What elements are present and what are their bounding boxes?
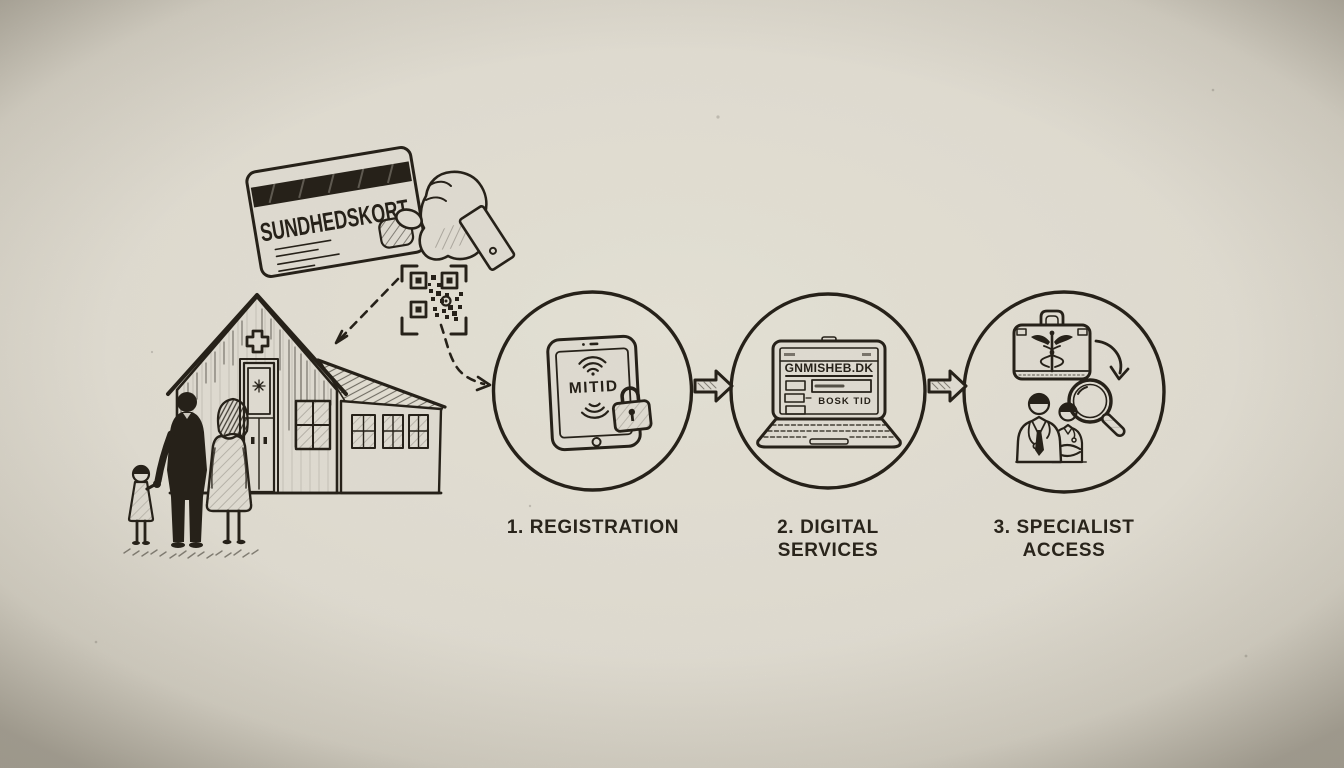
step-2-label-line1: 2. DIGITAL xyxy=(777,517,879,538)
step-1-label-text: 1. REGISTRATION xyxy=(506,517,680,538)
step-1-label: 1. REGISTRATION xyxy=(478,516,708,539)
step-3-label: 3. SPECIALIST ACCESS xyxy=(949,516,1179,562)
step-3-label-line2: ACCESS xyxy=(1022,540,1106,562)
step-3-label-line1: 3. SPECIALIST xyxy=(993,517,1135,538)
step-2-label-line2: SERVICES xyxy=(777,540,879,562)
step-2-label: 2. DIGITAL SERVICES xyxy=(713,516,943,562)
